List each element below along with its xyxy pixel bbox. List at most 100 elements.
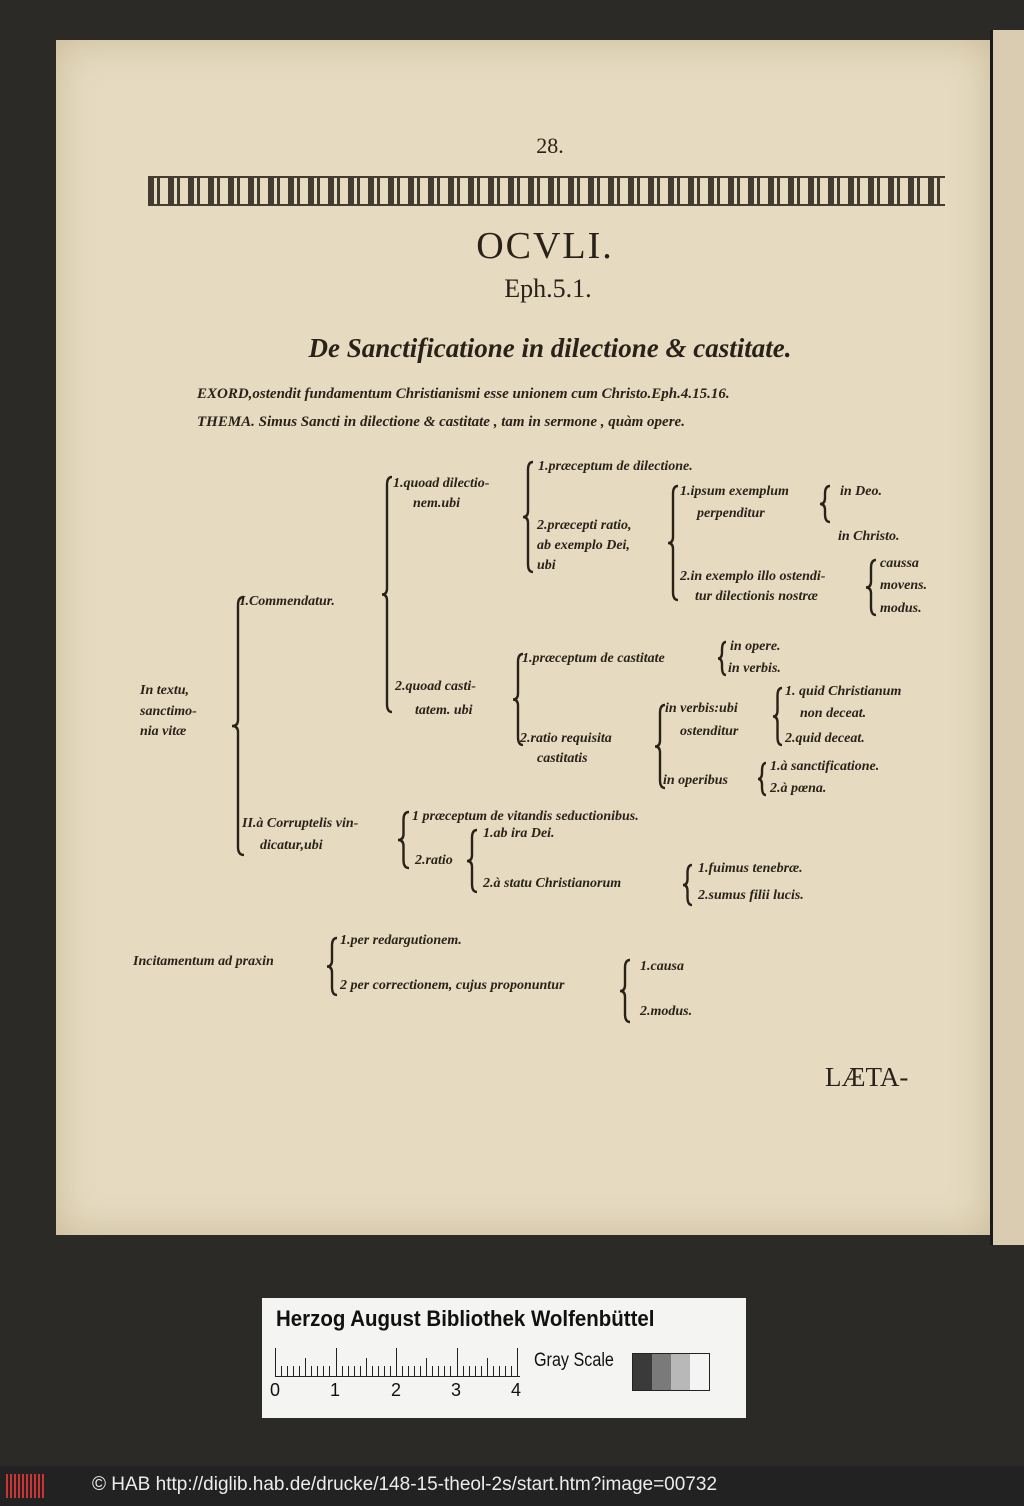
ruler-tick: [408, 1366, 410, 1376]
ruler-tick: [311, 1366, 313, 1376]
node: ubi: [537, 558, 556, 573]
gray-swatch: [671, 1354, 690, 1390]
ruler-tick: [432, 1366, 434, 1376]
node: nem.ubi: [413, 496, 461, 511]
ruler-tick: [510, 1366, 512, 1376]
node: sanctimo-: [140, 704, 197, 719]
ruler-tick: [365, 1358, 367, 1376]
ruler-tick: [287, 1366, 289, 1376]
page-number: 28.: [536, 133, 564, 158]
node: dicatur,ubi: [260, 838, 323, 853]
node: 2.in exemplo illo ostendi-: [680, 569, 826, 584]
gray-swatch: [633, 1354, 652, 1390]
ruler-tick: [480, 1366, 482, 1376]
ruler-tick: [335, 1348, 337, 1376]
ruler-tick: [341, 1366, 343, 1376]
footer-bar: © HAB http://diglib.hab.de/drucke/148-15…: [0, 1466, 1024, 1506]
ruler-tick: [486, 1358, 488, 1376]
node: tatem. ubi: [415, 703, 473, 718]
node: 2.præcepti ratio,: [537, 518, 632, 533]
color-scale-card: Herzog August Bibliothek Wolfenbüttel 0 …: [262, 1298, 746, 1418]
ruler-tick: [377, 1366, 379, 1376]
ruler-tick: [305, 1358, 307, 1376]
node: 1.ab ira Dei.: [483, 826, 555, 841]
node: ab exemplo Dei,: [537, 538, 630, 553]
ruler-tick: [329, 1366, 331, 1376]
ruler-number: 0: [270, 1380, 281, 1400]
page-heading: OCVLI.: [476, 225, 614, 267]
node: in Deo.: [840, 484, 882, 499]
ruler-tick: [347, 1366, 349, 1376]
ruler-tick: [474, 1366, 476, 1376]
node: in operibus: [663, 773, 728, 788]
book-page: [56, 40, 990, 1235]
node: movens.: [880, 578, 928, 593]
ruler-number: 4: [511, 1380, 522, 1400]
node: modus.: [880, 601, 922, 616]
gray-scale-bar: [632, 1353, 710, 1391]
node: non deceat.: [800, 706, 867, 721]
node: 2.modus.: [640, 1004, 693, 1019]
node: 1.causa: [640, 959, 684, 974]
ruler-tick: [402, 1366, 404, 1376]
node: in Christo.: [838, 529, 900, 544]
node: in verbis.: [728, 661, 781, 676]
copyright-url[interactable]: © HAB http://diglib.hab.de/drucke/148-15…: [92, 1474, 718, 1495]
ruler-tick: [517, 1348, 518, 1376]
ruler-tick: [389, 1366, 391, 1376]
gray-swatch: [690, 1354, 709, 1390]
node: II.à Corruptelis vin-: [242, 816, 359, 831]
hab-logo-icon: [6, 1474, 46, 1498]
ruler-tick: [323, 1366, 325, 1376]
scripture-reference: Eph.5.1.: [504, 274, 592, 303]
ruler-tick: [383, 1366, 385, 1376]
ruler-tick: [293, 1366, 295, 1376]
ruler-tick: [396, 1348, 397, 1376]
ruler-tick: [426, 1358, 428, 1376]
node: 2.ratio requisita: [520, 731, 612, 746]
node: 2.à statu Christianorum: [483, 876, 622, 891]
thema-line: THEMA. Simus Sancti in dilectione & cast…: [197, 414, 685, 430]
gray-scale-label: Gray Scale: [534, 1350, 614, 1371]
node: 1.præceptum de dilectione.: [538, 459, 693, 474]
ruler-tick: [299, 1366, 301, 1376]
node: caussa: [880, 556, 919, 571]
exordium-line: EXORD,ostendit fundamentum Christianismi…: [197, 386, 730, 402]
ruler-tick: [492, 1366, 494, 1376]
ruler-number: 3: [451, 1380, 462, 1400]
ruler-number: 2: [391, 1380, 402, 1400]
node: 1.fuimus tenebræ.: [698, 861, 803, 876]
node: 2.ratio: [415, 853, 453, 868]
catchword: LÆTA-: [825, 1062, 909, 1092]
ruler-tick: [359, 1366, 361, 1376]
ruler-tick: [498, 1366, 500, 1376]
ruler-tick: [275, 1348, 276, 1376]
ruler-tick: [444, 1366, 446, 1376]
ruler: [275, 1348, 520, 1377]
ruler-tick: [420, 1366, 422, 1376]
gray-swatch: [652, 1354, 671, 1390]
node: 2 per correctionem, cujus proponuntur: [340, 978, 565, 993]
node: 1.præceptum de castitate: [522, 651, 665, 666]
node: in verbis:ubi: [665, 701, 738, 716]
node: 1.à sanctificatione.: [770, 759, 880, 774]
node: 2.à pœna.: [770, 781, 827, 796]
library-name: Herzog August Bibliothek Wolfenbüttel: [276, 1306, 655, 1331]
node: nia vitæ: [140, 724, 187, 739]
node: perpenditur: [697, 506, 765, 521]
incitamentum-label: Incitamentum ad praxin: [133, 954, 274, 969]
ruler-number: 1: [330, 1380, 341, 1400]
ruler-tick: [450, 1366, 452, 1376]
ruler-tick: [317, 1366, 319, 1376]
ruler-tick: [353, 1366, 355, 1376]
node: 1.quoad dilectio-: [393, 476, 490, 491]
node: in opere.: [730, 639, 781, 654]
node: 1 præceptum de vitandis seductionibus.: [412, 809, 639, 824]
node: ostenditur: [680, 724, 739, 739]
ruler-tick: [281, 1366, 283, 1376]
node: 2.quid deceat.: [785, 731, 865, 746]
ornament-band: [148, 176, 945, 206]
ruler-tick: [504, 1366, 506, 1376]
ruler-tick: [456, 1348, 458, 1376]
node: 1.ipsum exemplum: [680, 484, 789, 499]
